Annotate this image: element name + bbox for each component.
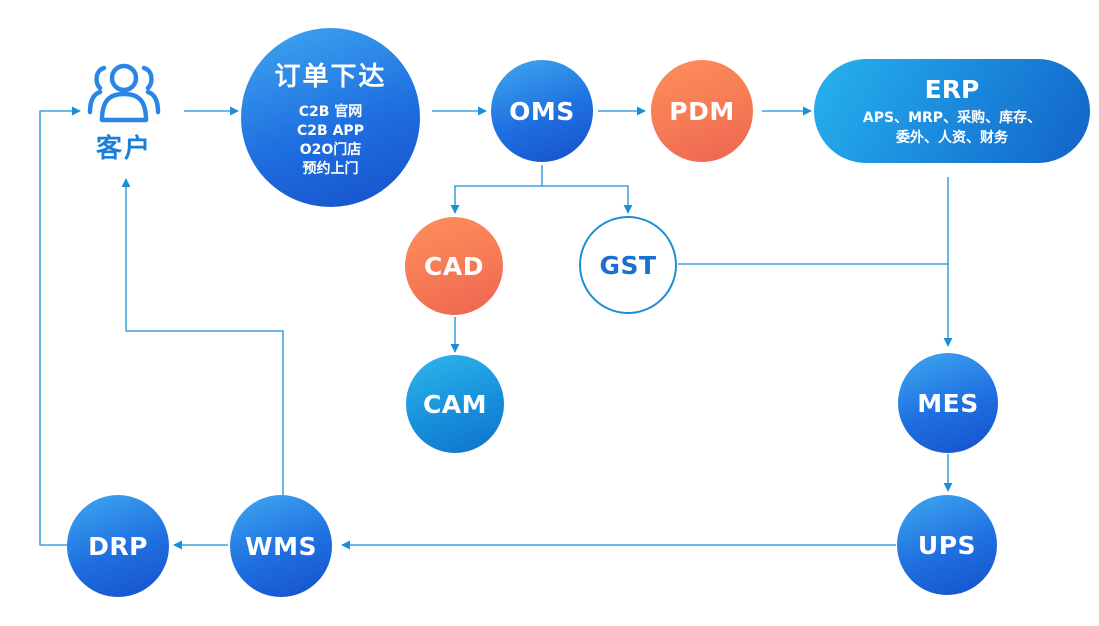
channel-c2b-web: C2B 官网 bbox=[298, 104, 363, 120]
customer-label: 客户 bbox=[95, 134, 152, 164]
channel-c2b-app: C2B APP bbox=[297, 123, 364, 139]
drp-node: DRP bbox=[67, 495, 169, 597]
oms-label: OMS bbox=[509, 96, 575, 126]
channel-home-visit: 预约上门 bbox=[302, 161, 359, 177]
arrow-oms-to-cad bbox=[450, 165, 543, 214]
ups-node: UPS bbox=[897, 495, 997, 595]
order-placement-node: 订单下达 C2B 官网 C2B APP O2O门店 预约上门 bbox=[241, 28, 420, 207]
gst-node: GST bbox=[579, 216, 677, 314]
customer-node: 客户 bbox=[74, 60, 174, 172]
oms-node: OMS bbox=[491, 60, 593, 162]
order-title: 订单下达 bbox=[274, 62, 387, 92]
cam-label: CAM bbox=[422, 389, 488, 419]
arrow-drp-to-customer bbox=[39, 106, 81, 546]
user-group-icon bbox=[87, 63, 161, 123]
gst-label: GST bbox=[599, 250, 657, 280]
drp-label: DRP bbox=[88, 531, 148, 561]
arrow-oms-to-gst bbox=[542, 185, 633, 214]
cad-node: CAD bbox=[405, 217, 503, 315]
channel-o2o-store: O2O门店 bbox=[299, 142, 362, 158]
mes-node: MES bbox=[898, 353, 998, 453]
erp-modules-line2: 委外、人资、财务 bbox=[896, 129, 1008, 146]
ups-label: UPS bbox=[917, 530, 977, 560]
mes-label: MES bbox=[917, 388, 979, 418]
erp-title: ERP bbox=[924, 74, 980, 104]
pdm-label: PDM bbox=[669, 96, 735, 126]
pdm-node: PDM bbox=[651, 60, 753, 162]
arrow-wms-to-customer bbox=[121, 178, 284, 495]
cam-node: CAM bbox=[406, 355, 504, 453]
erp-node: ERP APS、MRP、采购、库存、 委外、人资、财务 bbox=[814, 59, 1090, 163]
wms-label: WMS bbox=[245, 531, 317, 561]
cad-label: CAD bbox=[424, 251, 484, 281]
erp-modules-line1: APS、MRP、采购、库存、 bbox=[862, 109, 1042, 126]
wms-node: WMS bbox=[230, 495, 332, 597]
